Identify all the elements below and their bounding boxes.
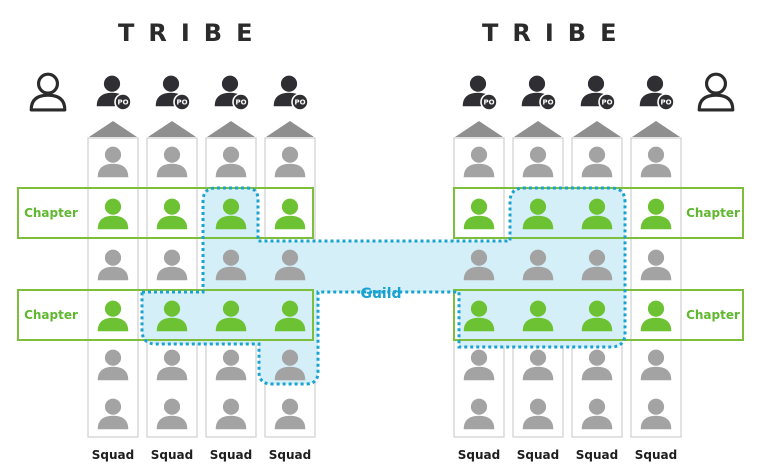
squad-label: Squad: [269, 448, 311, 462]
person-outline-icon: [29, 72, 67, 112]
member-icon: [215, 398, 247, 430]
product-owner-icon: PO: [580, 75, 616, 111]
chapter-member-icon: [463, 198, 495, 230]
product-owner-icon: PO: [462, 75, 498, 111]
member-icon: [522, 146, 554, 178]
chapter-row: [17, 289, 314, 341]
member-icon: [97, 349, 129, 381]
member-icon: [156, 146, 188, 178]
guild-label: Guild: [360, 286, 401, 302]
member-icon: [215, 349, 247, 381]
po-badge: PO: [660, 99, 671, 107]
member-icon: [156, 349, 188, 381]
member-icon: [97, 398, 129, 430]
chapter-label: Chapter: [24, 206, 78, 220]
chapter-rows: [17, 187, 744, 341]
member-icon: [581, 349, 613, 381]
guild-area: [142, 188, 625, 384]
member-icon: [156, 249, 188, 281]
squad-label: Squad: [92, 448, 134, 462]
member-icon: [640, 249, 672, 281]
member-icon: [463, 349, 495, 381]
chapter-row: [17, 187, 314, 239]
squad-label: Squad: [517, 448, 559, 462]
chapter-member-icon: [156, 198, 188, 230]
guild-outline-layer: [140, 186, 627, 386]
member-icon: [640, 146, 672, 178]
po-badge: PO: [235, 99, 246, 107]
product-owner-icon: PO: [214, 75, 250, 111]
chapter-member-icon: [640, 198, 672, 230]
squad-label: Squad: [576, 448, 618, 462]
squad-column: [146, 137, 198, 438]
member-icon: [215, 146, 247, 178]
squad-label: Squad: [151, 448, 193, 462]
chapter-member-icon: [97, 300, 129, 332]
tribe-title-right: TRIBE: [482, 19, 630, 47]
po-badge: PO: [483, 99, 494, 107]
squad-column: [630, 137, 682, 438]
product-owner-icon: PO: [273, 75, 309, 111]
chapter-row: [453, 187, 744, 239]
member-icon: [156, 398, 188, 430]
member-icon: [274, 398, 306, 430]
arrow-up-icon: [573, 121, 621, 137]
chapter-label: Chapter: [686, 206, 740, 220]
member-icon: [581, 146, 613, 178]
chapter-member-icon: [640, 300, 672, 332]
arrow-up-icon: [266, 121, 314, 137]
arrow-up-icon: [207, 121, 255, 137]
person-outline-icon: [697, 72, 735, 112]
po-badge: PO: [294, 99, 305, 107]
guild-outline: [140, 186, 627, 386]
arrow-up-icon: [514, 121, 562, 137]
po-badge: PO: [176, 99, 187, 107]
product-owner-icon: PO: [155, 75, 191, 111]
arrow-up-icon: [632, 121, 680, 137]
chapter-row: [453, 289, 744, 341]
squad-column: [87, 137, 139, 438]
member-icon: [274, 146, 306, 178]
chapter-member-icon: [97, 198, 129, 230]
squad-label: Squad: [635, 448, 677, 462]
arrow-up-icon: [455, 121, 503, 137]
member-icon: [522, 398, 554, 430]
member-icon: [97, 146, 129, 178]
squad-label: Squad: [458, 448, 500, 462]
po-badge: PO: [117, 99, 128, 107]
member-icon: [97, 249, 129, 281]
product-owner-icon: PO: [639, 75, 675, 111]
chapter-label: Chapter: [24, 308, 78, 322]
member-icon: [581, 398, 613, 430]
product-owner-icon: PO: [521, 75, 557, 111]
tribe-title-left: TRIBE: [118, 19, 266, 47]
member-icon: [640, 349, 672, 381]
member-icon: [463, 398, 495, 430]
people: PO PO PO PO PO PO PO PO: [29, 72, 735, 430]
chapter-label: Chapter: [686, 308, 740, 322]
arrow-up-icon: [89, 121, 137, 137]
guild-fill: [142, 188, 625, 384]
squad-label: Squad: [210, 448, 252, 462]
product-owner-icon: PO: [96, 75, 132, 111]
arrow-up-icon: [148, 121, 196, 137]
chapter-member-icon: [274, 198, 306, 230]
member-icon: [463, 146, 495, 178]
po-badge: PO: [542, 99, 553, 107]
member-icon: [522, 349, 554, 381]
member-icon: [640, 398, 672, 430]
po-badge: PO: [601, 99, 612, 107]
